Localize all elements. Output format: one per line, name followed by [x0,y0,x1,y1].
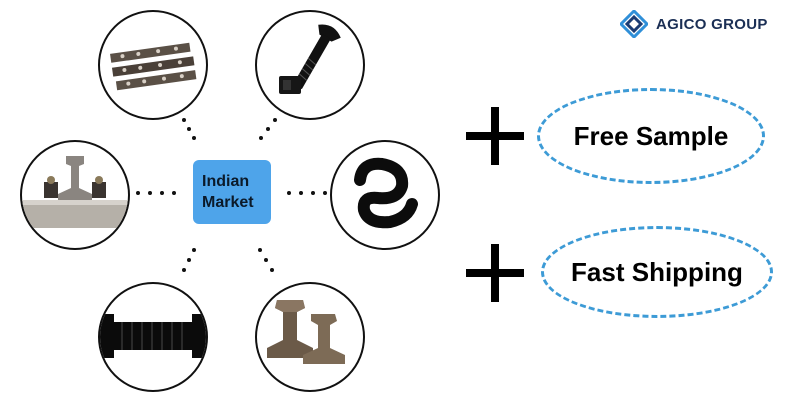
plus-icon [466,244,524,302]
track-bolt-icon [279,24,341,94]
brand-name: AGICO GROUP [656,15,768,33]
center-market-box: Indian Market [193,160,271,224]
rail-fishplate-icon [110,42,197,91]
offer-fast-shipping: Fast Shipping [541,226,773,318]
product-rail-clip [330,140,440,250]
diamond-logo-icon [620,10,648,38]
plus-icon [466,107,524,165]
product-bolt-and-nut [255,10,365,120]
offer-label: Free Sample [573,120,729,151]
product-rubber-pad [98,282,208,392]
offer-label: Fast Shipping [571,256,743,287]
steel-rail-icon [267,300,345,364]
center-line-1: Indian [202,173,250,190]
product-rail-fastening-assembly [20,140,130,250]
product-rail-section [255,282,365,392]
elastic-rail-clip-icon [354,157,418,229]
rubber-rail-pad-icon [100,314,206,358]
brand-logo[interactable]: AGICO GROUP [620,10,768,38]
offer-free-sample: Free Sample [537,88,765,184]
rail-fastening-system-icon [22,156,128,228]
product-fishplates [98,10,208,120]
center-line-2: Market [202,194,254,211]
